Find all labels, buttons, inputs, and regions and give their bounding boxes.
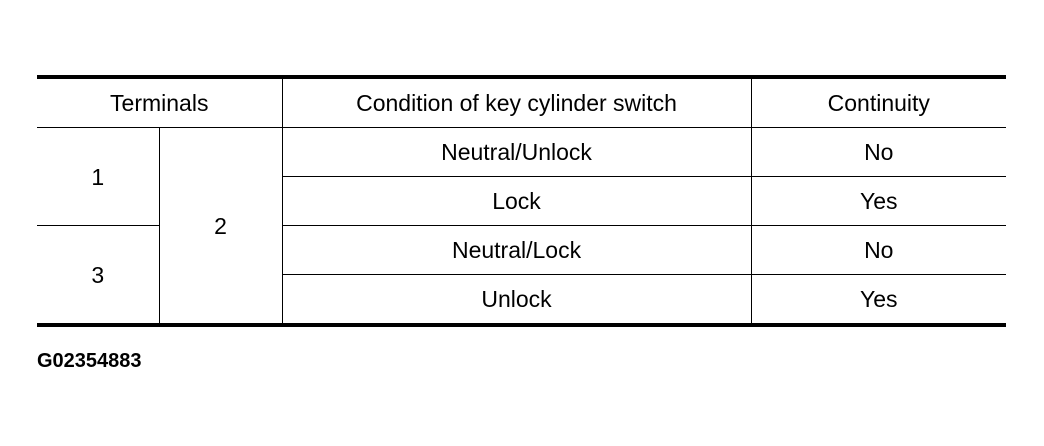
terminal-cell-1: 1 bbox=[37, 127, 160, 226]
table-row: Unlock Yes bbox=[37, 274, 1007, 325]
terminal-cell-3: 3 bbox=[37, 225, 160, 326]
figure-code: G02354883 bbox=[37, 350, 142, 372]
condition-cell: Neutral/Unlock bbox=[281, 127, 752, 177]
header-continuity: Continuity bbox=[750, 77, 1007, 128]
terminal-cell-2: 2 bbox=[158, 127, 283, 326]
table-row: 1 2 Neutral/Unlock No bbox=[37, 127, 1007, 326]
condition-cell: Unlock bbox=[282, 274, 752, 325]
table-row: 3 Neutral/Lock No bbox=[37, 225, 1007, 326]
table-row: Lock Yes bbox=[37, 176, 1007, 226]
header-condition: Condition of key cylinder switch bbox=[281, 77, 752, 128]
condition-cell: Neutral/Lock bbox=[281, 225, 752, 275]
continuity-cell: No bbox=[750, 127, 1007, 177]
continuity-table: Terminals Condition of key cylinder swit… bbox=[37, 75, 1007, 327]
continuity-cell: Yes bbox=[750, 176, 1007, 226]
table-header-row: Terminals Condition of key cylinder swit… bbox=[37, 77, 1007, 128]
continuity-cell: No bbox=[750, 225, 1007, 275]
condition-cell: Lock bbox=[282, 176, 752, 226]
header-terminals: Terminals bbox=[37, 77, 283, 128]
continuity-cell: Yes bbox=[750, 274, 1007, 325]
